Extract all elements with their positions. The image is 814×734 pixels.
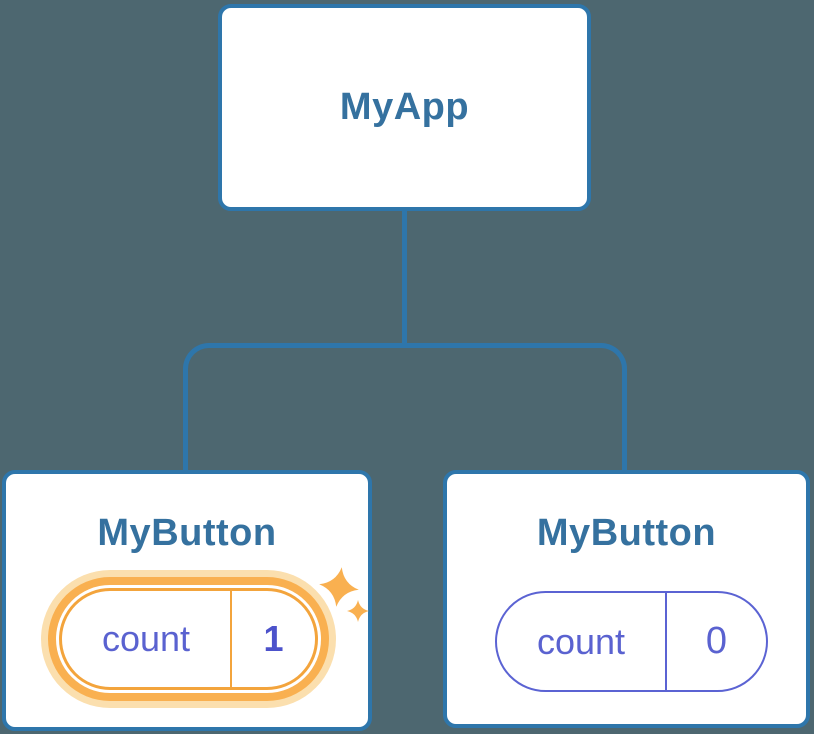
state-pill-highlighted: count 1 — [59, 588, 318, 690]
sparkle-icon — [319, 567, 369, 622]
node-mybutton-left-title: MyButton — [97, 512, 277, 554]
pill-divider — [230, 591, 232, 687]
node-mybutton-right: MyButton count 0 — [443, 470, 810, 728]
node-mybutton-right-title: MyButton — [536, 512, 717, 554]
state-label: count — [101, 618, 191, 659]
state-label: count — [536, 620, 626, 662]
node-myapp: MyApp — [218, 4, 591, 211]
pill-divider — [665, 593, 667, 690]
state-value: 0 — [705, 620, 728, 662]
state-value: 1 — [263, 618, 284, 659]
state-pill-plain: count 0 — [495, 591, 768, 692]
node-mybutton-left: MyButton count 1 — [2, 470, 372, 731]
connector-bracket — [183, 343, 627, 470]
connector-stem — [402, 208, 407, 348]
node-myapp-title: MyApp — [339, 86, 470, 128]
